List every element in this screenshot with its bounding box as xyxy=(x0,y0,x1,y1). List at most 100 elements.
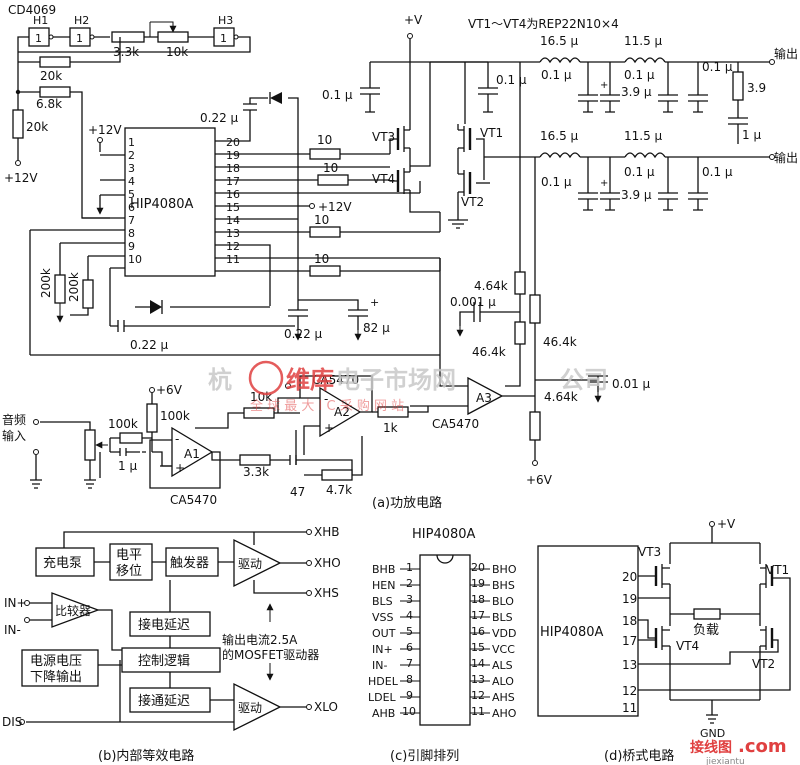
resistor-464d-label: 4.64k xyxy=(544,390,578,404)
svg-text:20: 20 xyxy=(471,561,485,574)
bridge-vt1-label: VT1 xyxy=(766,563,789,577)
watermark-logo-icon xyxy=(248,360,284,396)
resistor-3k3-b-label: 3.3k xyxy=(243,465,269,479)
opamp-a2-label: A2 xyxy=(334,405,350,419)
input-dis: DIS xyxy=(2,715,22,729)
cap-001-label: 0.01 μ xyxy=(612,377,651,391)
svg-text:17: 17 xyxy=(622,634,637,648)
gate-resistor-1-label: 10 xyxy=(317,133,332,147)
svg-text:1: 1 xyxy=(406,561,413,574)
cap-1u-label: 1 μ xyxy=(742,128,761,142)
svg-text:15: 15 xyxy=(226,201,240,214)
block-driver-high xyxy=(233,538,282,588)
pinout-right-names: BHO BHS BLO BLS VDD VCC ALS ALO AHS AHO xyxy=(492,563,517,720)
svg-text:+: + xyxy=(600,80,608,91)
ic-left-pins: 1 2 3 4 5 6 7 8 9 10 xyxy=(128,136,142,266)
svg-text:比较器: 比较器 xyxy=(55,603,91,618)
svg-text:12: 12 xyxy=(622,684,637,698)
bridge-ic xyxy=(537,545,639,717)
svg-text:触发器: 触发器 xyxy=(170,555,209,571)
resistor-464a xyxy=(514,271,526,295)
resistor-100k-b xyxy=(146,403,158,433)
bridge-gnd-label: GND xyxy=(700,727,725,740)
svg-text:BLO: BLO xyxy=(492,595,514,608)
cap-filter-2-label: 0.1 μ xyxy=(624,68,655,82)
mosfet-vt4: VT4 xyxy=(372,166,440,213)
caption-d: (d)桥式电路 xyxy=(604,748,674,764)
svg-text:下降输出: 下降输出 xyxy=(30,669,82,685)
svg-text:H3: H3 xyxy=(218,14,233,27)
resistor-3k3 xyxy=(111,31,145,43)
inductor-l2-label: 11.5 μ xyxy=(624,34,663,48)
svg-text:19: 19 xyxy=(471,577,485,590)
cap-47-label: 47 xyxy=(290,485,305,499)
pinout-left-numbers: 1 2 3 4 5 6 7 8 9 10 xyxy=(402,561,416,718)
svg-text:VDD: VDD xyxy=(492,627,516,640)
svg-text:AHO: AHO xyxy=(492,707,517,720)
resistor-6k8-label: 6.8k xyxy=(36,97,62,111)
resistor-200k-b xyxy=(82,279,94,309)
svg-text:接电延迟: 接电延迟 xyxy=(138,617,190,633)
resistor-4k7 xyxy=(321,469,353,481)
svg-text:19: 19 xyxy=(226,149,240,162)
resistor-100k-a xyxy=(119,432,143,444)
svg-text:驱动: 驱动 xyxy=(238,557,262,571)
cap-filter-3-label: 0.1 μ xyxy=(702,60,733,74)
block-driver-low xyxy=(233,682,282,732)
opamp-a1 xyxy=(171,426,214,478)
svg-text:VCC: VCC xyxy=(492,643,515,656)
svg-text:12: 12 xyxy=(471,689,485,702)
svg-text:2: 2 xyxy=(128,149,135,162)
driver-note-2: 的MOSFET驱动器 xyxy=(222,647,319,662)
resistor-464b xyxy=(514,321,526,345)
svg-text:电平: 电平 xyxy=(116,548,142,563)
opamp-a3-label: A3 xyxy=(476,391,492,405)
bridge-circuit: HIP4080A +V VT3 VT1 VT4 VT2 负载 20 19 18 … xyxy=(537,517,791,764)
potentiometer-10k xyxy=(157,31,189,43)
cap-82-label: 82 μ xyxy=(363,321,390,335)
svg-text:VT3: VT3 xyxy=(372,130,395,144)
mosfet-vt1: VT1 xyxy=(457,124,503,166)
svg-text:H1: H1 xyxy=(33,14,48,27)
svg-text:18: 18 xyxy=(622,614,637,628)
gate-resistor-3 xyxy=(309,226,341,238)
mosfet-vt3: VT3 xyxy=(372,124,411,166)
svg-text:5: 5 xyxy=(128,188,135,201)
svg-text:BHO: BHO xyxy=(492,563,517,576)
output-xlo: XLO xyxy=(314,700,338,714)
opamp-a3 xyxy=(467,376,504,416)
watermark: 杭 维库 电子市场网 公司 全 球 最 大 I C 采 购 网 站 xyxy=(208,360,608,414)
gate-h3: H3 1 xyxy=(213,14,239,47)
pinout-left-names: BHB HEN BLS VSS OUT IN+ IN- HDEL LDEL AH… xyxy=(368,563,399,720)
svg-text:移位: 移位 xyxy=(116,564,142,579)
cap-filter-4-label: 0.1 μ xyxy=(541,175,572,189)
cap-01-right-label: 0.1 μ xyxy=(496,73,527,87)
resistor-6k8 xyxy=(39,86,71,98)
gate-h2: H2 1 xyxy=(69,14,95,47)
svg-text:10: 10 xyxy=(402,705,416,718)
cap-filter-6-label: 0.1 μ xyxy=(702,165,733,179)
resistor-200k-b-label: 200k xyxy=(67,272,81,302)
mosfet-vt2: VT2 xyxy=(457,166,484,220)
driver-note-1: 输出电流2.5A xyxy=(222,632,298,647)
inductor-l4-label: 11.5 μ xyxy=(624,129,663,143)
svg-text:+: + xyxy=(175,461,185,475)
svg-text:9: 9 xyxy=(128,240,135,253)
cap-022-b-label: 0.22 μ xyxy=(130,338,169,352)
plus6-bottom-label: +6V xyxy=(526,473,553,487)
cd4069-label: CD4069 xyxy=(8,3,56,17)
gate-resistor-2 xyxy=(317,174,349,186)
bridge-mosfets xyxy=(654,564,774,700)
svg-text:VSS: VSS xyxy=(372,611,394,624)
gate-resistor-3-label: 10 xyxy=(314,213,329,227)
svg-text:HEN: HEN xyxy=(372,579,395,592)
svg-text:13: 13 xyxy=(622,658,637,672)
resistor-20k-fb-label: 20k xyxy=(40,69,62,83)
cap-filter-5-label: 0.1 μ xyxy=(624,165,655,179)
resistor-464b-label: 46.4k xyxy=(472,345,506,359)
resistor-200k-a xyxy=(54,274,66,304)
plus6-top-label: +6V xyxy=(156,383,183,397)
resistor-4k7-label: 4.7k xyxy=(326,483,352,497)
svg-text:20: 20 xyxy=(622,570,637,584)
